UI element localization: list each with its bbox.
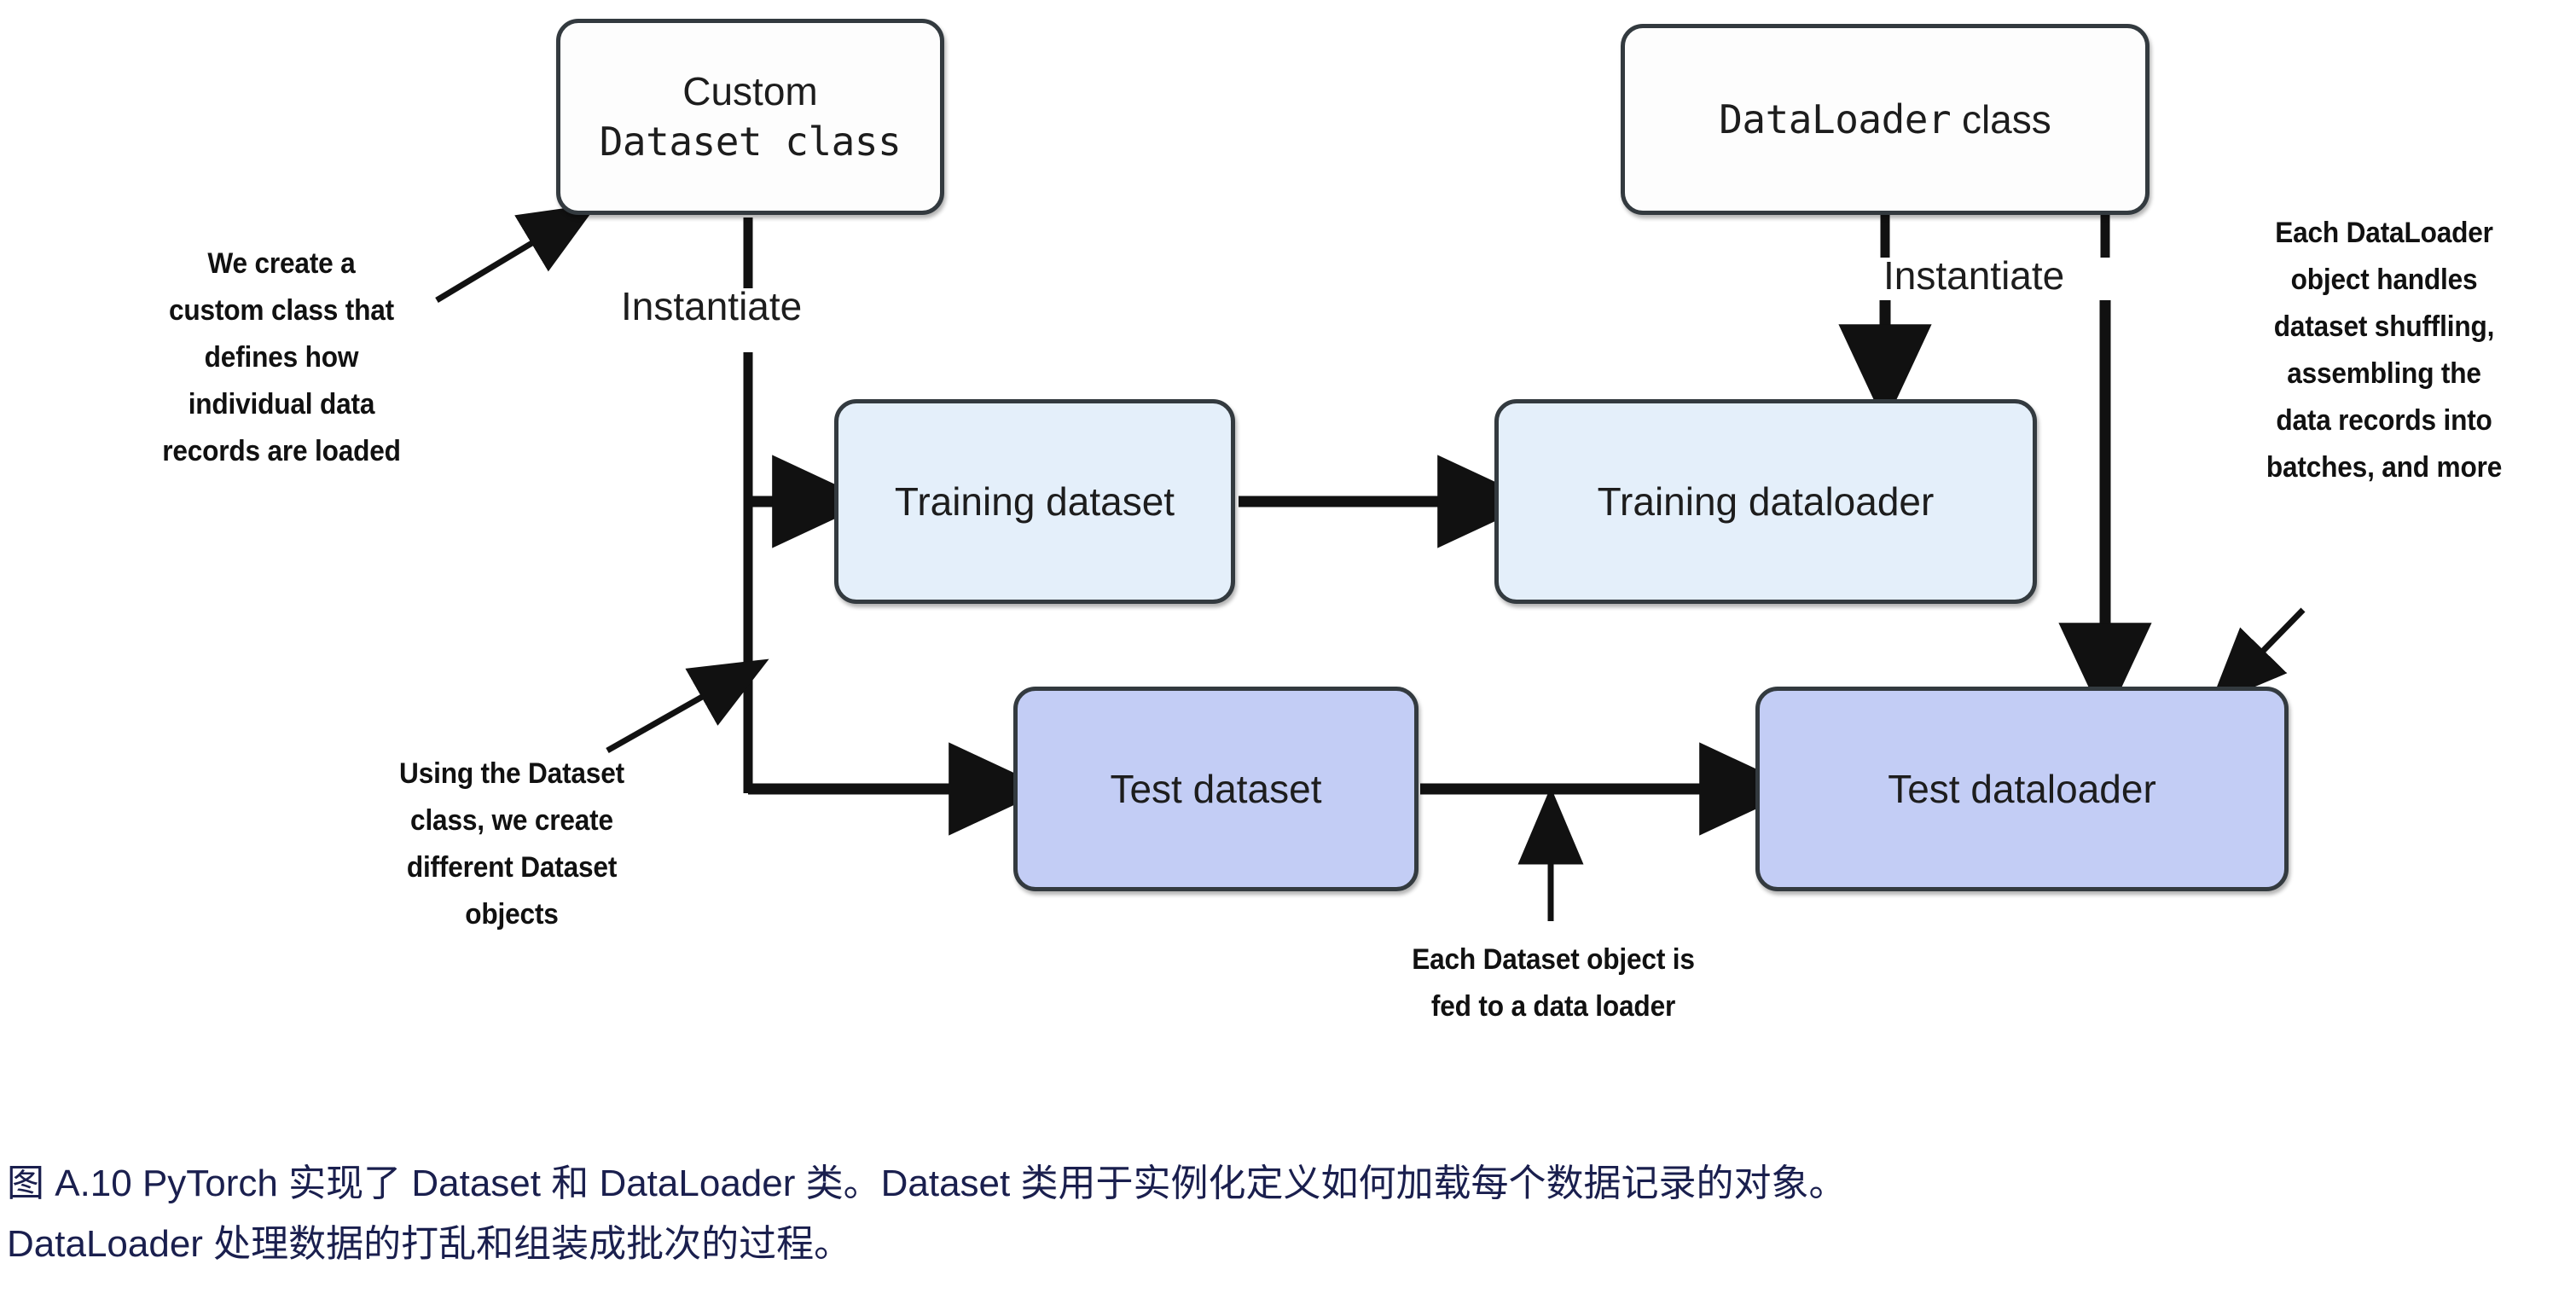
annotation-line: different Dataset (406, 851, 618, 884)
node-custom-dataset-class[interactable]: Custom Dataset class (556, 19, 944, 215)
leader-each-dataloader (2209, 607, 2306, 706)
node-training-dataloader-label: Training dataloader (1597, 478, 1935, 524)
annotation-line: data records into (2276, 404, 2492, 438)
annotation-line: We create a (207, 247, 356, 280)
annotation-each-dataloader: Each DataLoader object handles dataset s… (2221, 210, 2546, 491)
annotation-line: batches, and more (2266, 451, 2503, 484)
node-training-dataloader[interactable]: Training dataloader (1494, 399, 2037, 604)
annotation-each-dataset-fed: Each Dataset object is fed to a data loa… (1362, 936, 1744, 1030)
edge-label-instantiate-left: Instantiate (621, 284, 803, 328)
dataloader-class-line1: DataLoader (1719, 96, 1952, 142)
custom-dataset-class-line1: Custom (682, 69, 818, 114)
annotation-line: Each DataLoader (2275, 217, 2493, 249)
figure-caption: 图 A.10 PyTorch 实现了 Dataset 和 DataLoader … (7, 1153, 2557, 1275)
dataloader-class-line2: class (1951, 96, 2051, 142)
node-training-dataset-label: Training dataset (894, 478, 1175, 524)
node-dataloader-class[interactable]: DataLoader class (1621, 24, 2150, 215)
annotation-line: Each Dataset object is (1412, 943, 1695, 976)
annotation-line: custom class that (169, 294, 394, 328)
annotation-create-custom-class: We create a custom class that defines ho… (107, 241, 455, 475)
annotation-line: individual data (188, 388, 375, 421)
edge-dataloader-class-stubs (1880, 215, 2110, 258)
annotation-line: dataset shuffling, (2273, 310, 2495, 344)
node-test-dataloader-label: Test dataloader (1888, 766, 2156, 811)
node-dataloader-class-label: DataLoader class (1719, 95, 2051, 145)
annotation-line: fed to a data loader (1430, 990, 1676, 1023)
node-test-dataset[interactable]: Test dataset (1013, 687, 1419, 891)
annotation-line: records are loaded (162, 435, 401, 468)
node-test-dataloader[interactable]: Test dataloader (1755, 687, 2289, 891)
annotation-line: class, we create (410, 804, 613, 838)
annotation-line: objects (465, 898, 559, 931)
figure-caption-line-2: DataLoader 处理数据的打乱和组装成批次的过程。 (7, 1223, 852, 1266)
leader-using-dataset-class (606, 658, 769, 754)
annotation-line: object handles (2290, 264, 2478, 297)
node-training-dataset[interactable]: Training dataset (834, 399, 1235, 604)
annotation-line: assembling the (2287, 357, 2481, 391)
annotation-line: defines how (204, 341, 359, 374)
custom-dataset-class-line2: Dataset class (599, 119, 902, 165)
annotation-using-dataset-class: Using the Dataset class, we create diffe… (337, 751, 686, 938)
figure-caption-line-1: 图 A.10 PyTorch 实现了 Dataset 和 DataLoader … (7, 1163, 1847, 1204)
annotation-line: Using the Dataset (399, 757, 624, 790)
node-custom-dataset-class-label: Custom Dataset class (600, 67, 902, 167)
node-test-dataset-label: Test dataset (1110, 766, 1322, 811)
edge-label-instantiate-right: Instantiate (1883, 253, 2065, 298)
